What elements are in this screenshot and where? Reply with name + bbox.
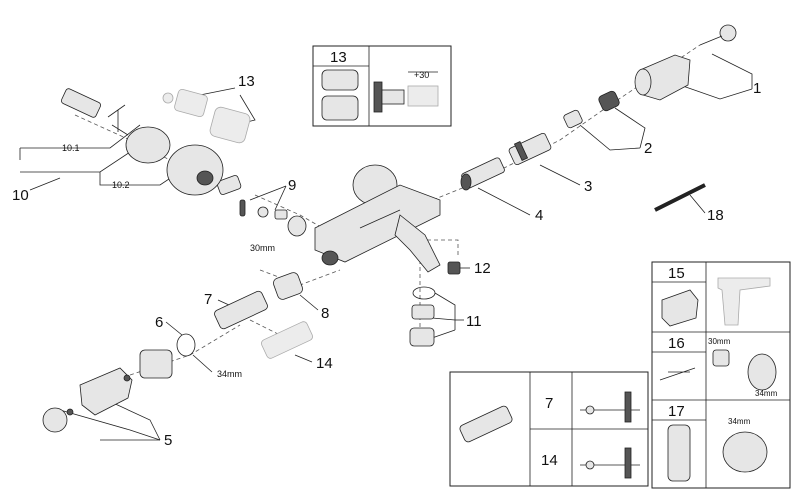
callout-labels: 1 2 3 4 5 6 7 8 9 10 10.1 10.2 11 12 13 … (12, 73, 761, 449)
inset-13-extension: +30 (414, 70, 429, 80)
eccentric-connector-10 (60, 88, 224, 196)
callout-4: 4 (535, 207, 543, 224)
callout-3: 3 (584, 178, 592, 195)
inset-row-7: 7 (545, 395, 553, 412)
dim-34mm: 34mm (217, 369, 242, 379)
inset-14-diagram (580, 447, 640, 479)
callout-6: 6 (155, 314, 163, 331)
inset-row-14: 14 (541, 452, 558, 469)
part-6-ring (176, 333, 196, 357)
callout-13: 13 (238, 73, 255, 90)
callout-10-1: 10.1 (62, 143, 80, 153)
extension-set-13 (162, 88, 251, 144)
callout-5: 5 (164, 432, 172, 449)
part-4-insert (460, 157, 505, 191)
callout-1: 1 (753, 80, 761, 97)
aerator-set-11 (409, 286, 436, 347)
inset-13: 13 +30 (312, 45, 452, 127)
callout-10: 10 (12, 187, 29, 204)
flow-handle-5 (42, 367, 133, 433)
check-valve-parts-9 (216, 175, 307, 237)
inset-7-diagram (580, 391, 640, 423)
inset-row-16: 16 (668, 335, 685, 352)
grease-tube-18 (654, 183, 706, 212)
part-14-valve (261, 321, 313, 359)
callout-18: 18 (707, 207, 724, 224)
callout-7: 7 (204, 291, 212, 308)
part-7-valve (214, 290, 268, 330)
inset-row-15: 15 (668, 265, 685, 282)
part-8-nut (273, 272, 303, 300)
callout-14: 14 (316, 355, 333, 372)
thermostat-body (314, 164, 441, 273)
inset-17-dim-34mm: 34mm (728, 417, 751, 426)
callout-2: 2 (644, 140, 652, 157)
temperature-handle (634, 24, 737, 101)
thermo-cartridge (508, 132, 552, 166)
callout-8: 8 (321, 305, 329, 322)
inset-13-number: 13 (330, 49, 347, 66)
inset-7-14: 7 14 (449, 371, 649, 487)
part-12 (447, 261, 461, 275)
inset-16-dim-34mm: 34mm (755, 389, 778, 398)
callout-12: 12 (474, 260, 491, 277)
parts (42, 24, 737, 433)
callout-10-2: 10.2 (112, 180, 130, 190)
inset-16-dim-30mm: 30mm (708, 337, 731, 346)
inset-row-17: 17 (668, 403, 685, 420)
callout-11: 11 (466, 313, 482, 330)
callout-9: 9 (288, 177, 296, 194)
inset-table-15-16-17: 15 16 17 30mm 34mm 34mm (651, 261, 791, 489)
hex-nut-34mm (139, 349, 173, 379)
adapter-part-2 (563, 90, 620, 129)
dim-30mm: 30mm (250, 243, 275, 253)
